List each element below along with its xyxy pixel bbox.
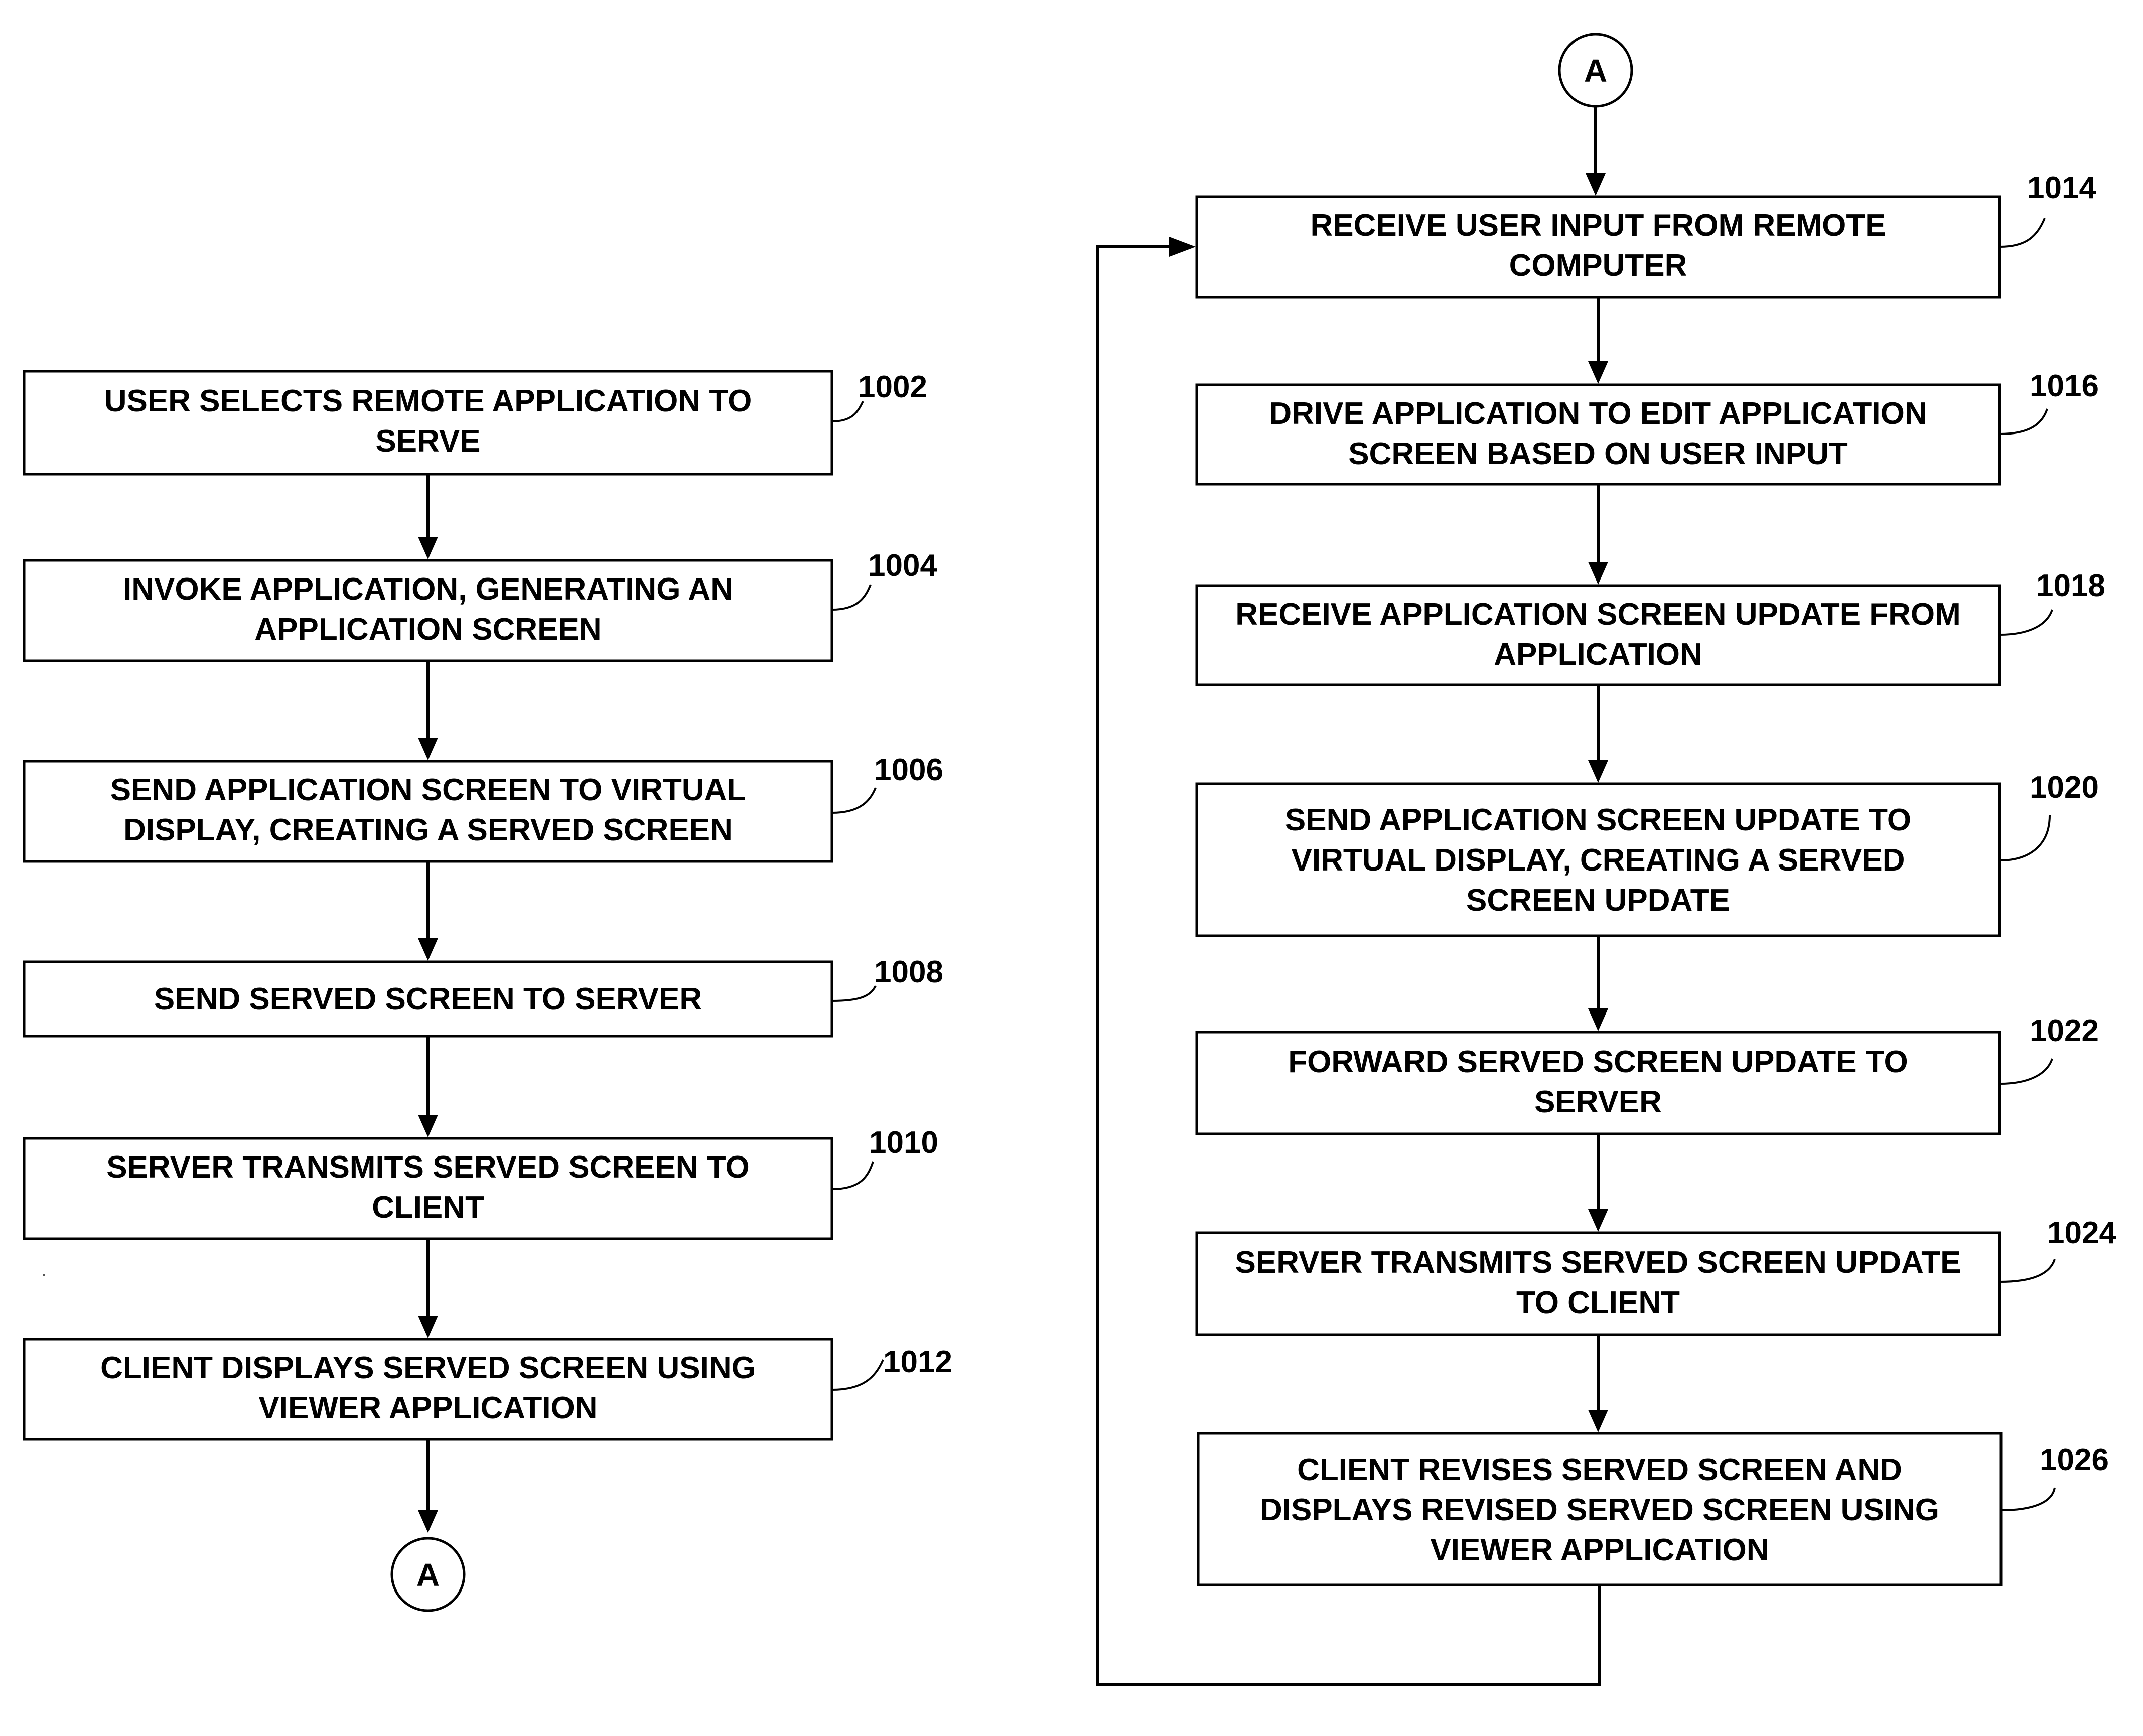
step-1026-line-2: DISPLAYS REVISED SERVED SCREEN USING: [1260, 1493, 1939, 1527]
step-1008-line-1: SEND SERVED SCREEN TO SERVER: [154, 982, 702, 1017]
step-1016-line-1: DRIVE APPLICATION TO EDIT APPLICATION: [1269, 396, 1927, 431]
step-1024-line-2: TO CLIENT: [1516, 1285, 1680, 1320]
step-1022: FORWARD SERVED SCREEN UPDATE TO SERVER 1…: [1197, 1014, 2099, 1134]
step-1016-line-2: SCREEN BASED ON USER INPUT: [1348, 437, 1848, 471]
arrow-1006-1008: [418, 861, 438, 961]
step-1024-ref: 1024: [2047, 1216, 2116, 1250]
step-1010-leader: [832, 1162, 873, 1189]
step-1022-leader: [1999, 1059, 2052, 1084]
arrow-1004-1006: [418, 661, 438, 760]
step-1010-ref: 1010: [869, 1125, 938, 1160]
step-1010-line-2: CLIENT: [372, 1190, 484, 1225]
step-1022-line-2: SERVER: [1534, 1085, 1662, 1119]
step-1006-ref: 1006: [874, 753, 943, 787]
step-1012-line-2: VIEWER APPLICATION: [258, 1391, 597, 1425]
step-1006-line-2: DISPLAY, CREATING A SERVED SCREEN: [123, 813, 733, 847]
arrow-1018-1020: [1588, 685, 1608, 783]
step-1012-ref: 1012: [883, 1345, 952, 1379]
step-1008: SEND SERVED SCREEN TO SERVER 1008: [24, 955, 943, 1036]
step-1004-ref: 1004: [868, 548, 937, 583]
arrow-1012-connector: [418, 1439, 438, 1533]
step-1018-line-1: RECEIVE APPLICATION SCREEN UPDATE FROM: [1235, 597, 1961, 632]
arrow-1008-1010: [418, 1036, 438, 1137]
step-1022-ref: 1022: [2030, 1014, 2099, 1048]
step-1022-line-1: FORWARD SERVED SCREEN UPDATE TO: [1288, 1045, 1908, 1079]
step-1026: CLIENT REVISES SERVED SCREEN AND DISPLAY…: [1198, 1433, 2109, 1585]
step-1020-line-3: SCREEN UPDATE: [1466, 883, 1730, 918]
step-1002-line-1: USER SELECTS REMOTE APPLICATION TO: [104, 384, 752, 418]
step-1014-leader: [1999, 218, 2045, 247]
step-1014: RECEIVE USER INPUT FROM REMOTE COMPUTER …: [1197, 171, 2096, 297]
step-1020-leader: [1999, 815, 2050, 860]
step-1012-leader: [832, 1360, 883, 1390]
arrow-1020-1022: [1588, 936, 1608, 1031]
step-1002: USER SELECTS REMOTE APPLICATION TO SERVE…: [24, 370, 927, 474]
step-1008-ref: 1008: [874, 955, 943, 989]
step-1012-line-1: CLIENT DISPLAYS SERVED SCREEN USING: [100, 1351, 756, 1385]
step-1018-leader: [1999, 610, 2052, 635]
step-1020: SEND APPLICATION SCREEN UPDATE TO VIRTUA…: [1197, 770, 2099, 936]
step-1018: RECEIVE APPLICATION SCREEN UPDATE FROM A…: [1197, 568, 2105, 685]
connector-a-top-label: A: [1584, 53, 1607, 89]
step-1020-line-2: VIRTUAL DISPLAY, CREATING A SERVED: [1292, 843, 1905, 878]
scan-speck: [43, 1274, 45, 1276]
step-1026-line-3: VIEWER APPLICATION: [1430, 1533, 1769, 1567]
step-1016-leader: [1999, 409, 2047, 434]
step-1026-ref: 1026: [2040, 1442, 2109, 1477]
step-1002-line-2: SERVE: [375, 424, 480, 459]
arrow-1022-1024: [1588, 1134, 1608, 1232]
step-1004-leader: [832, 585, 871, 610]
step-1016-ref: 1016: [2030, 369, 2099, 403]
step-1014-line-1: RECEIVE USER INPUT FROM REMOTE: [1310, 208, 1886, 243]
step-1024-line-1: SERVER TRANSMITS SERVED SCREEN UPDATE: [1235, 1245, 1961, 1280]
step-1006: SEND APPLICATION SCREEN TO VIRTUAL DISPL…: [24, 753, 943, 861]
step-1004-line-1: INVOKE APPLICATION, GENERATING AN: [123, 572, 733, 607]
step-1014-ref: 1014: [2027, 171, 2096, 205]
arrow-1024-1026: [1588, 1335, 1608, 1432]
step-1014-line-2: COMPUTER: [1509, 248, 1687, 283]
arrow-1010-1012: [418, 1239, 438, 1338]
step-1018-ref: 1018: [2036, 568, 2105, 603]
arrow-1014-1016: [1588, 297, 1608, 384]
step-1020-line-1: SEND APPLICATION SCREEN UPDATE TO: [1285, 803, 1911, 837]
step-1024: SERVER TRANSMITS SERVED SCREEN UPDATE TO…: [1197, 1216, 2116, 1335]
arrow-1016-1018: [1588, 484, 1608, 585]
connector-a-top: A: [1559, 34, 1632, 106]
step-1004: INVOKE APPLICATION, GENERATING AN APPLIC…: [24, 548, 937, 661]
step-1024-leader: [1999, 1259, 2055, 1282]
step-1026-leader: [2001, 1488, 2055, 1510]
step-1006-leader: [832, 788, 876, 813]
step-1020-ref: 1020: [2030, 770, 2099, 805]
step-1010-line-1: SERVER TRANSMITS SERVED SCREEN TO: [106, 1150, 750, 1185]
step-1002-ref: 1002: [858, 370, 927, 404]
step-1006-line-1: SEND APPLICATION SCREEN TO VIRTUAL: [110, 773, 746, 807]
step-1010: SERVER TRANSMITS SERVED SCREEN TO CLIENT…: [24, 1125, 938, 1239]
step-1018-line-2: APPLICATION: [1494, 637, 1702, 672]
arrow-1002-1004: [418, 474, 438, 559]
connector-a-bottom-label: A: [416, 1557, 440, 1593]
step-1012: CLIENT DISPLAYS SERVED SCREEN USING VIEW…: [24, 1339, 952, 1439]
step-1026-line-1: CLIENT REVISES SERVED SCREEN AND: [1297, 1453, 1902, 1487]
step-1004-line-2: APPLICATION SCREEN: [254, 612, 601, 647]
step-1002-leader: [832, 401, 863, 421]
step-1016: DRIVE APPLICATION TO EDIT APPLICATION SC…: [1197, 369, 2099, 484]
step-1008-leader: [832, 986, 876, 1001]
connector-a-bottom: A: [392, 1538, 464, 1611]
arrow-connector-1014: [1586, 106, 1606, 196]
